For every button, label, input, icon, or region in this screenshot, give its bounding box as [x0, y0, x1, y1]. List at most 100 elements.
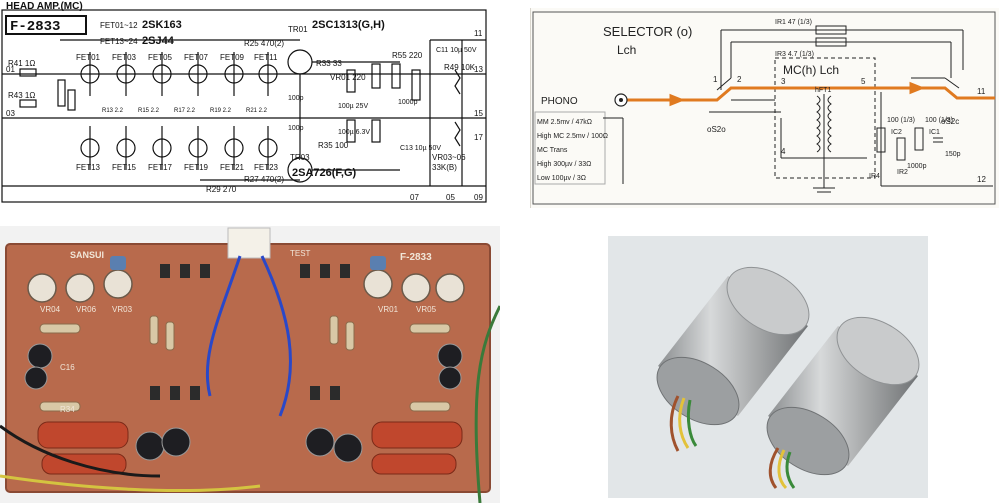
r43-label: R43 1Ω: [8, 91, 35, 100]
fet-top-5-label: FET11: [254, 53, 278, 62]
tr01-label: TR01: [288, 25, 308, 34]
selector-schematic-drawing: SELECTOR (o) Lch MC(h) Lch PHONO IR1 47 …: [532, 11, 996, 205]
mode-line-1: High MC 2.5mv / 100Ω: [537, 133, 608, 140]
c-val-b: 150p: [945, 151, 961, 158]
r55-label: R55 220: [392, 51, 423, 60]
pin-4: 4: [781, 147, 786, 156]
fet-b-ref: FET13~24: [100, 37, 138, 46]
ir1-label: IR1 47 (1/3): [775, 19, 812, 26]
node-07: 07: [410, 193, 419, 202]
tr03-label: TR03: [290, 153, 310, 162]
pcb-label-vr01: VR01: [378, 305, 399, 314]
transformer-can-right: [766, 316, 920, 490]
switch-right-label: oS2c: [941, 117, 959, 126]
r-column-0: R13 2.2: [102, 108, 124, 114]
pin-2: 2: [737, 75, 742, 84]
pcb-label-test: TEST: [290, 249, 311, 258]
node-03: 03: [6, 109, 15, 118]
vr03-label: VR03~06: [432, 153, 466, 162]
fet-top-1-label: FET03: [112, 53, 137, 62]
cap-label-0: 100p: [288, 95, 304, 102]
transformer-photo: [608, 236, 928, 498]
head-amp-schematic: HEAD AMP.(MC) F-2833 FET01~12 2SK163 FET…: [0, 0, 500, 212]
pin-3: 3: [781, 77, 786, 86]
pcb-label-c16: C16: [60, 363, 75, 372]
node-01: 01: [6, 65, 15, 74]
tr01-type: 2SC1313(G,H): [312, 19, 385, 31]
fet-top-0-label: FET01: [76, 53, 101, 62]
selector-schematic: SELECTOR (o) Lch MC(h) Lch PHONO IR1 47 …: [530, 8, 999, 208]
fet-b-type: 2SJ44: [142, 35, 175, 47]
fet-bottom-2-label: FET17: [148, 163, 173, 172]
vr01-label: VR01 220: [330, 73, 366, 82]
pcb-label-vr06: VR06: [76, 305, 97, 314]
fet-a-type: 2SK163: [142, 19, 182, 31]
transformer-can-left: [656, 266, 810, 452]
head-amp-schematic-drawing: HEAD AMP.(MC) F-2833 FET01~12 2SK163 FET…: [1, 1, 487, 203]
pcb-brand: SANSUI: [70, 250, 104, 260]
fet-bottom-0-label: FET13: [76, 163, 101, 172]
c-val-a: 1000p: [907, 163, 927, 170]
r41-label: R41 1Ω: [8, 59, 35, 68]
fet-top-2-label: FET05: [148, 53, 173, 62]
mode-line-0: MM 2.5mv / 47kΩ: [537, 119, 592, 126]
r-column-4: R21 2.2: [246, 108, 268, 114]
hft-label: hFT1: [815, 87, 831, 94]
mode-line-3: High 300µv / 33Ω: [537, 161, 591, 168]
mode-line-4: Low 100µv / 3Ω: [537, 175, 586, 182]
node-13: 13: [474, 65, 483, 74]
node-09: 09: [474, 193, 483, 202]
r33-label: R33 33: [316, 59, 342, 68]
r-column-1: R15 2.2: [138, 108, 160, 114]
node-11: 11: [474, 29, 483, 38]
switch-left-label: oS2o: [707, 125, 726, 134]
r-column-2: R17 2.2: [174, 108, 196, 114]
r-val-a: 100 (1/3): [887, 117, 915, 124]
r-val-b: 100 (1/3): [925, 117, 953, 124]
fet-bottom-4-label: FET21: [220, 163, 245, 172]
fet-bottom-5-label: FET23: [254, 163, 279, 172]
ir3-label: IR3 4.7 (1/3): [775, 51, 814, 58]
pin-5: 5: [861, 77, 866, 86]
c13-label: C13 10µ 50V: [400, 145, 441, 152]
board-id: F-2833: [10, 19, 60, 35]
ir4-label: IR4: [869, 173, 880, 180]
selector-channel: Lch: [617, 43, 636, 57]
pcb-board-id: F-2833: [400, 252, 432, 263]
tr03-type: 2SA726(F,G): [292, 167, 357, 179]
r35-label: R35 100: [318, 141, 349, 150]
cap-label-3: 1000p: [398, 99, 418, 106]
cap-label-4: 100p: [288, 125, 304, 132]
ic2-label: IC2: [891, 129, 902, 136]
pin-1: 1: [713, 75, 718, 84]
cap-label-1: 100µ 25V: [338, 103, 368, 110]
node-15: 15: [474, 109, 483, 118]
pcb-board-illustration: SANSUI F-2833 VR04 VR06 VR03 VR01 VR05 C…: [0, 226, 500, 503]
r27-label: R27 470(2): [244, 175, 284, 184]
fet-bottom-3-label: FET19: [184, 163, 209, 172]
fet-a-ref: FET01~12: [100, 21, 138, 30]
fet-bottom-1-label: FET15: [112, 163, 137, 172]
selector-title: SELECTOR (o): [603, 24, 692, 39]
r49-label: R49 10K: [444, 63, 476, 72]
ic1-label: IC1: [929, 129, 940, 136]
pin-11: 11: [977, 87, 986, 96]
mc-box-label: MC(h) Lch: [783, 63, 839, 77]
c11-label: C11 10µ 50V: [436, 47, 477, 54]
ir2-label: IR2: [897, 169, 908, 176]
pcb-label-vr04: VR04: [40, 305, 61, 314]
pcb-label-vr05: VR05: [416, 305, 437, 314]
r25-label: R25 470(2): [244, 39, 284, 48]
head-amp-title: HEAD AMP.(MC): [6, 1, 83, 12]
mode-line-2: MC Trans: [537, 147, 568, 154]
fet-top-4-label: FET09: [220, 53, 245, 62]
phono-label: PHONO: [541, 96, 578, 107]
node-05: 05: [446, 193, 455, 202]
r-column-3: R19 2.2: [210, 108, 232, 114]
vr03-value: 33K(B): [432, 163, 457, 172]
transformer-illustration: [608, 236, 928, 498]
pcb-board-photo: SANSUI F-2833 VR04 VR06 VR03 VR01 VR05 C…: [0, 226, 500, 503]
r29-label: R29 270: [206, 185, 237, 194]
signal-path: [625, 81, 995, 107]
node-17: 17: [474, 133, 483, 142]
